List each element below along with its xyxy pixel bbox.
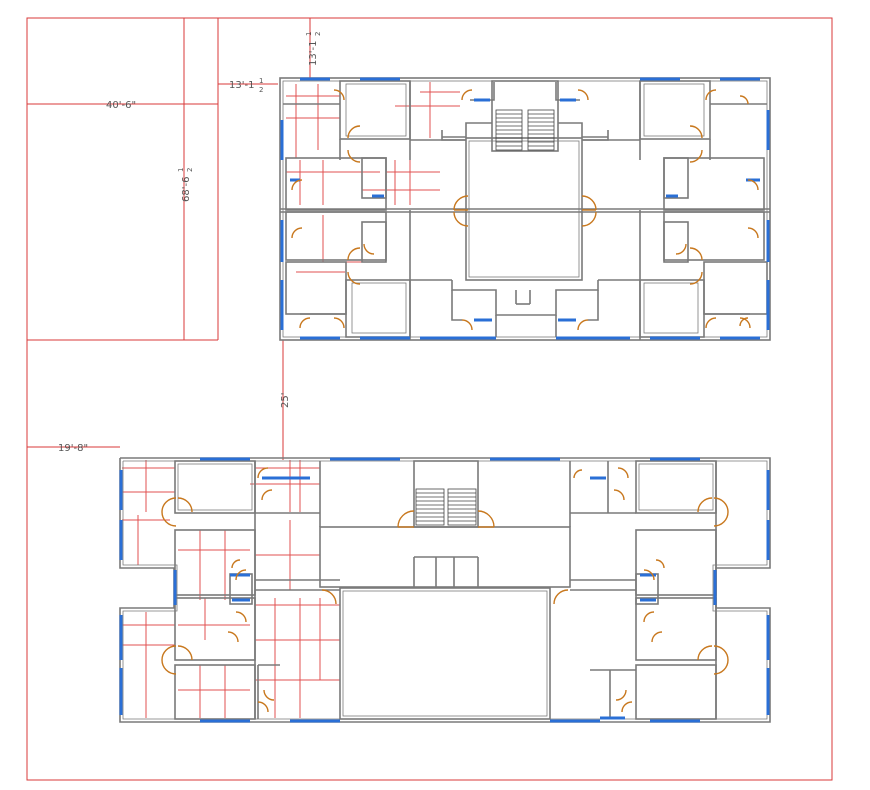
side-setback-dimension: 19'-8" [58,443,88,454]
upper-windows [280,77,770,340]
svg-text:13'-1: 13'-1 [229,80,254,91]
svg-text:68'-6: 68'-6 [181,177,192,202]
svg-text:2: 2 [186,168,194,172]
upper-door-swing-icons [291,89,759,331]
dimension-labels: 40'-6" 68'-6 1 2 13'-1 1 2 13'-1 1 2 25'… [58,32,322,454]
upper-staircase-icon [495,109,555,151]
upper-building [279,77,771,341]
plot-width-dimension: 40'-6" [106,100,136,111]
lower-grid-lines [122,460,340,718]
plot-depth-dimension: 68'-6 1 2 [177,168,194,202]
lower-walls [119,457,771,723]
lower-windows [119,457,770,723]
building-gap-dimension: 25' [280,393,291,408]
svg-text:2: 2 [314,32,322,36]
lower-door-swing-icons [161,467,729,713]
top-setback-dimension: 13'-1 1 2 [305,32,322,66]
svg-text:13'-1: 13'-1 [308,41,319,66]
upper-walls [279,77,771,341]
upper-grid-lines [286,82,460,273]
lower-building [119,457,771,723]
lower-staircase-icon [415,488,477,526]
svg-text:1: 1 [305,32,313,36]
svg-text:1: 1 [177,168,185,172]
site-boundary [26,17,833,781]
svg-text:2: 2 [259,86,263,94]
svg-text:25': 25' [280,393,291,408]
svg-text:1: 1 [259,77,263,85]
front-setback-dimension: 13'-1 1 2 [229,77,263,94]
